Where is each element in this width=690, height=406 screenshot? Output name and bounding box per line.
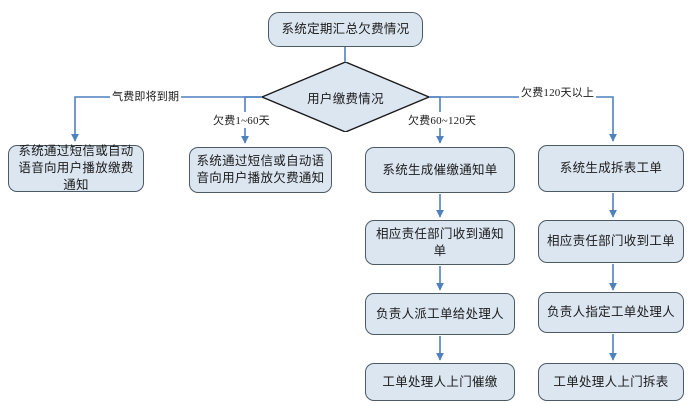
edge-label-branch-3: 欠费60~120天 — [406, 112, 479, 128]
node-col4-4-label: 工单处理人上门拆表 — [553, 374, 669, 389]
node-col3-2-label: 相应责任部门收到通知单 — [375, 226, 504, 258]
edge-label-branch-3-text: 欠费60~120天 — [408, 115, 477, 127]
edge-label-branch-2: 欠费1~60天 — [211, 112, 272, 128]
node-decision[interactable]: 用户缴费情况 — [262, 62, 429, 132]
edge-label-branch-4: 欠费120天以上 — [519, 84, 597, 100]
node-start[interactable]: 系统定期汇总欠费情况 — [268, 12, 423, 47]
node-col4-1-label: 系统生成拆表工单 — [559, 161, 663, 176]
node-decision-label: 用户缴费情况 — [307, 91, 384, 106]
node-col4-2-label: 相应责任部门收到工单 — [546, 234, 675, 249]
node-col1-1-label: 系统通过短信或自动语音向用户播放缴费通知 — [18, 144, 134, 192]
node-col4-1[interactable]: 系统生成拆表工单 — [538, 145, 684, 192]
edge-label-branch-1-text: 气费即将到期 — [112, 91, 180, 103]
edge-label-branch-1: 气费即将到期 — [110, 88, 182, 104]
node-start-label: 系统定期汇总欠费情况 — [281, 22, 410, 37]
node-col4-3[interactable]: 负责人指定工单处理人 — [538, 292, 684, 333]
node-col3-1-label: 系统生成催缴通知单 — [382, 162, 498, 177]
node-col3-4-label: 工单处理人上门催缴 — [382, 374, 498, 389]
node-col4-4[interactable]: 工单处理人上门拆表 — [538, 363, 684, 401]
edge-label-branch-2-text: 欠费1~60天 — [213, 115, 270, 127]
node-col1-1[interactable]: 系统通过短信或自动语音向用户播放缴费通知 — [8, 144, 144, 192]
edge-label-branch-4-text: 欠费120天以上 — [521, 87, 595, 99]
node-col2-1-label: 系统通过短信或自动语音向用户播放欠费通知 — [196, 154, 325, 185]
node-col3-3[interactable]: 负责人派工单给处理人 — [365, 293, 515, 335]
node-col3-1[interactable]: 系统生成催缴通知单 — [365, 147, 515, 193]
diamond-shape-icon — [262, 62, 429, 132]
node-col4-3-label: 负责人指定工单处理人 — [546, 305, 675, 320]
node-col3-2[interactable]: 相应责任部门收到通知单 — [365, 220, 515, 265]
node-col4-2[interactable]: 相应责任部门收到工单 — [538, 220, 684, 263]
node-col2-1[interactable]: 系统通过短信或自动语音向用户播放欠费通知 — [189, 147, 332, 193]
node-col3-4[interactable]: 工单处理人上门催缴 — [365, 363, 515, 401]
node-col3-3-label: 负责人派工单给处理人 — [375, 306, 504, 321]
